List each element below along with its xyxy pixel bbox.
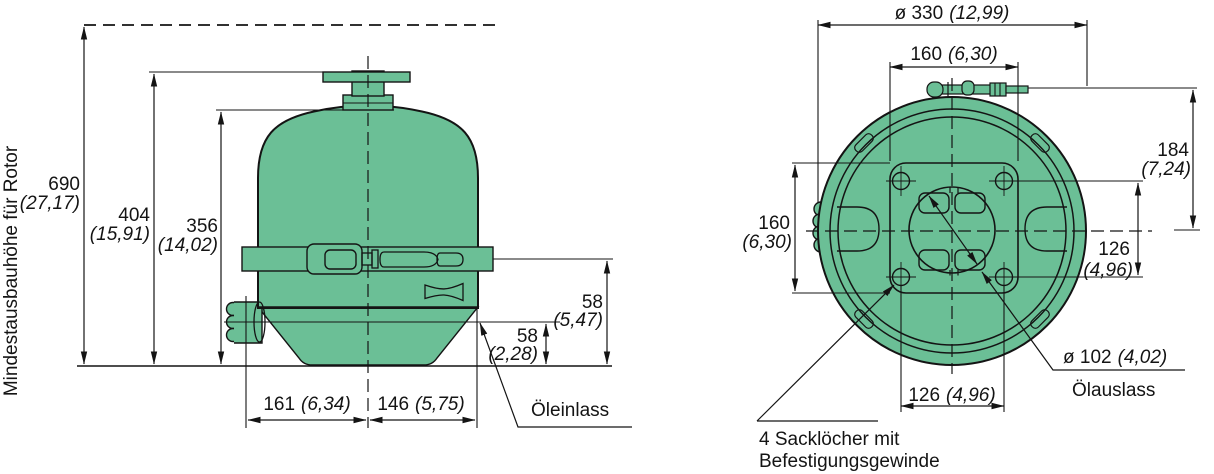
- dim-126-bottom-inches: (4,96): [946, 385, 996, 406]
- dim-330-inches: (12,99): [949, 3, 1009, 24]
- dim-126-bottom-label: 126 (4,96): [908, 385, 995, 406]
- dim-102-value: ø 102: [1063, 347, 1112, 368]
- dim-404-inches: (15,91): [90, 224, 150, 245]
- dim-330-label: ø 330(12,99): [895, 3, 1010, 24]
- dim-160-left-inches: (6,30): [742, 232, 792, 253]
- nozzle-collar: [989, 82, 1007, 97]
- dim-160-left-value: 160: [758, 213, 790, 234]
- oil-inlet-leader: [479, 322, 632, 428]
- dim-58a-value: 58: [582, 292, 603, 313]
- dim-690-inches: (27,17): [20, 193, 80, 214]
- dim-102-label: ø 102 (4,02): [1063, 347, 1167, 368]
- dim-330-value: ø 330: [895, 3, 944, 24]
- side-view: Mindestausbauhöhe für Rotor 690 (27,17) …: [1, 24, 632, 428]
- bottom-view: ø 330(12,99) 160(6,30) 160 (6,30) 184 (7…: [742, 3, 1200, 472]
- dim-356-value: 356: [186, 216, 218, 237]
- oil-outlet-label: Ölauslass: [1072, 380, 1155, 401]
- dim-356-inches: (14,02): [158, 235, 218, 256]
- dim-102-inches: (4,02): [1118, 347, 1168, 368]
- dim-146-label: 146 (5,75): [377, 394, 464, 415]
- dim-161-label: 161 (6,34): [263, 394, 350, 415]
- rim-notch: [854, 133, 874, 153]
- rotor-height-note: Mindestausbauhöhe für Rotor: [1, 145, 22, 396]
- dim-line-102-diameter: [928, 195, 978, 265]
- dim-161-value: 161: [263, 394, 295, 415]
- clamp-toggle-link: [436, 252, 464, 267]
- oil-outlet-leader: [981, 271, 1185, 371]
- body-stamp-mark: [424, 282, 464, 302]
- dim-160-top-value: 160: [910, 44, 942, 65]
- oil-inlet-label: Öleinlass: [531, 400, 609, 421]
- bottom-view-shapes: [812, 80, 1087, 366]
- dim-690-value: 690: [48, 174, 80, 195]
- dim-146-inches: (5,75): [415, 394, 465, 415]
- blind-holes-leader: [756, 284, 895, 422]
- dim-58b-inches: (2,28): [488, 344, 538, 365]
- nozzle-tip: [1005, 85, 1029, 94]
- clamp-toggle-lever: [379, 251, 439, 268]
- dim-58b-value: 58: [517, 326, 538, 347]
- side-pocket-left: [837, 206, 880, 252]
- dim-126-bottom-value: 126: [908, 385, 940, 406]
- rim-notch: [1030, 309, 1050, 329]
- dim-160-top-label: 160 (6,30): [910, 44, 997, 65]
- dim-126-right-value: 126: [1098, 239, 1130, 260]
- dim-404-value: 404: [118, 205, 150, 226]
- blind-holes-note-line1: 4 Sacklöcher mit: [759, 429, 900, 450]
- vessel-body-shapes: [225, 70, 494, 366]
- dim-161-inches: (6,34): [301, 394, 351, 415]
- tommy-bar-handle: [322, 71, 411, 83]
- clamp-latch-window: [324, 249, 357, 270]
- bottom-view-dimensions: [756, 20, 1200, 422]
- side-view-dimensions: [77, 24, 632, 428]
- rim-notch: [1030, 133, 1050, 153]
- dim-184-value: 184: [1157, 140, 1189, 161]
- dim-126-right-inches: (4,96): [1083, 260, 1133, 281]
- dim-160-top-inches: (6,30): [948, 44, 998, 65]
- dim-58a-inches: (5,47): [553, 310, 603, 331]
- clamp-latch-tbar: [371, 249, 379, 269]
- dim-146-value: 146: [377, 394, 409, 415]
- rim-notch: [854, 309, 874, 329]
- side-pocket-right: [1024, 206, 1067, 252]
- nozzle-bump: [961, 80, 975, 96]
- blind-holes-note-line2: Befestigungsgewinde: [759, 451, 940, 472]
- dim-184-inches: (7,24): [1141, 159, 1191, 180]
- nozzle-bump: [926, 81, 944, 98]
